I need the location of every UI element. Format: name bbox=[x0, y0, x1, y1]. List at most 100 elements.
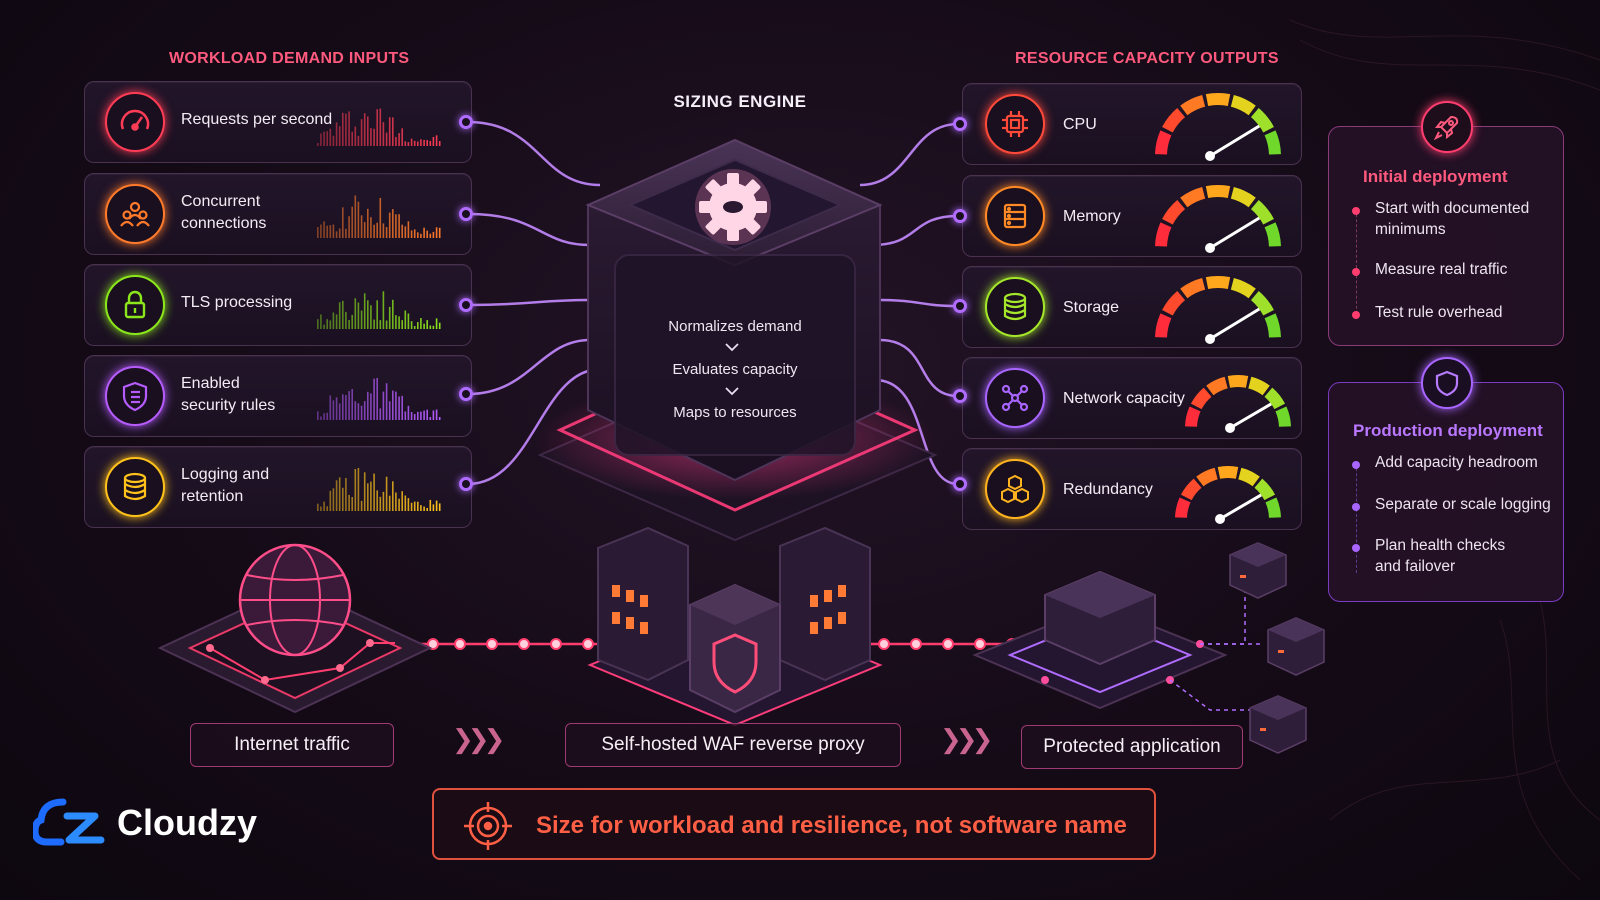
gauge-segment bbox=[1180, 278, 1206, 299]
initial-deployment-title: Initial deployment bbox=[1363, 167, 1508, 186]
sparkline-bar bbox=[335, 314, 338, 329]
engine-step-evaluate: Evaluates capacity bbox=[672, 361, 798, 378]
sizing-guidance-banner: Size for workload and resilience, not so… bbox=[432, 788, 1156, 860]
connections-sparkline bbox=[317, 195, 441, 238]
sparkline-bar bbox=[360, 215, 363, 238]
sparkline-bar bbox=[435, 135, 438, 146]
sparkline-bar bbox=[351, 206, 353, 238]
gauge-segment bbox=[1227, 375, 1249, 388]
sparkline-bar bbox=[410, 412, 413, 420]
sparkline-bar bbox=[326, 131, 328, 146]
gauge-segment bbox=[1248, 376, 1270, 396]
sparkline-bar bbox=[413, 140, 416, 146]
database-icon bbox=[105, 457, 165, 517]
memory-gauge bbox=[1155, 185, 1281, 253]
sparkline-bar bbox=[332, 224, 335, 238]
sparkline-bar bbox=[429, 140, 432, 146]
inputs-section-title: WORKLOAD DEMAND INPUTS bbox=[169, 50, 410, 67]
sparkline-bar bbox=[388, 306, 391, 329]
tls-sparkline bbox=[317, 291, 441, 329]
sparkline-bar bbox=[354, 469, 357, 511]
application-server-stack bbox=[972, 542, 1325, 754]
output-label-storage: Storage bbox=[1063, 299, 1120, 316]
sparkline-bar bbox=[410, 230, 413, 238]
sparkline-bar bbox=[429, 233, 432, 238]
sparkline-bar bbox=[398, 133, 400, 146]
gauge-segment bbox=[1185, 406, 1201, 428]
gear-icon bbox=[695, 169, 771, 245]
memory-icon bbox=[985, 186, 1045, 246]
gauge-segment bbox=[1265, 497, 1281, 519]
sparkline-bar bbox=[317, 319, 319, 329]
sparkline-bar bbox=[420, 411, 422, 420]
network-icon bbox=[985, 368, 1045, 428]
sparkline-bar bbox=[317, 227, 319, 238]
speedometer-icon bbox=[105, 92, 165, 152]
input-connector-dot bbox=[459, 207, 473, 221]
gauge-segment bbox=[1230, 95, 1256, 116]
sparkline-bar bbox=[385, 476, 388, 511]
gauge-segment bbox=[1205, 276, 1231, 290]
requests-sparkline bbox=[317, 108, 441, 146]
output-card-memory: Memory bbox=[962, 175, 1302, 257]
input-connector-dot bbox=[459, 298, 473, 312]
input-label-tls: TLS processing bbox=[181, 294, 293, 311]
sparkline-bar bbox=[357, 135, 360, 146]
gauge-segment bbox=[1180, 95, 1206, 116]
sparkline-bar bbox=[351, 314, 353, 329]
sparkline-bar bbox=[392, 481, 394, 511]
sparkline-bar bbox=[413, 501, 416, 511]
production-item-headroom: Add capacity headroom bbox=[1375, 454, 1538, 471]
sparkline-bar bbox=[323, 221, 325, 238]
sparkline-bar bbox=[438, 503, 441, 511]
sparkline-bar bbox=[376, 109, 378, 146]
gauge-needle bbox=[1209, 216, 1261, 250]
sparkline-bar bbox=[395, 214, 397, 238]
sparkline-bar bbox=[338, 228, 341, 238]
gauge-segment bbox=[1155, 313, 1172, 338]
cloudzy-logo-icon bbox=[33, 798, 105, 846]
gauge-hub bbox=[1205, 151, 1215, 161]
gauge-segment bbox=[1205, 185, 1231, 199]
sparkline-bar bbox=[417, 411, 419, 420]
sparkline-bar bbox=[348, 391, 350, 420]
gauge-segment bbox=[1190, 387, 1212, 410]
sparkline-bar bbox=[429, 417, 432, 420]
sparkline-bar bbox=[423, 227, 425, 238]
sparkline-bar bbox=[407, 313, 410, 329]
sparkline-bar bbox=[373, 224, 375, 238]
gauge-segment bbox=[1250, 290, 1274, 316]
sparkline-bar bbox=[426, 409, 428, 420]
sparkline-bar bbox=[392, 117, 394, 146]
sparkline-bar bbox=[388, 401, 391, 420]
sparkline-bar bbox=[335, 231, 338, 238]
waf-proxy-building bbox=[587, 526, 883, 727]
sparkline-bar bbox=[407, 221, 410, 238]
input-connector-dot bbox=[459, 115, 473, 129]
sparkline-bar bbox=[342, 207, 344, 238]
sparkline-bar bbox=[360, 310, 363, 329]
sparkline-bar bbox=[323, 131, 325, 146]
sparkline-bar bbox=[338, 302, 341, 329]
sparkline-bar bbox=[432, 325, 435, 329]
sparkline-bar bbox=[345, 228, 347, 238]
output-connector-dot bbox=[953, 299, 967, 313]
sparkline-bar bbox=[388, 212, 391, 238]
gauge-needle bbox=[1209, 124, 1261, 158]
sparkline-bar bbox=[370, 217, 372, 238]
gauge-segment bbox=[1238, 467, 1260, 487]
sparkline-bar bbox=[370, 128, 372, 146]
sparkline-bar bbox=[326, 319, 328, 329]
sparkline-bar bbox=[360, 405, 363, 420]
sparkline-bar bbox=[376, 490, 378, 511]
internet-globe-platform bbox=[157, 543, 433, 714]
sparkline-bar bbox=[432, 231, 435, 238]
sparkline-bar bbox=[423, 139, 425, 146]
initial-item-rules: Test rule overhead bbox=[1375, 304, 1503, 321]
sparkline-bar bbox=[320, 506, 322, 511]
output-connector-dot bbox=[953, 389, 967, 403]
